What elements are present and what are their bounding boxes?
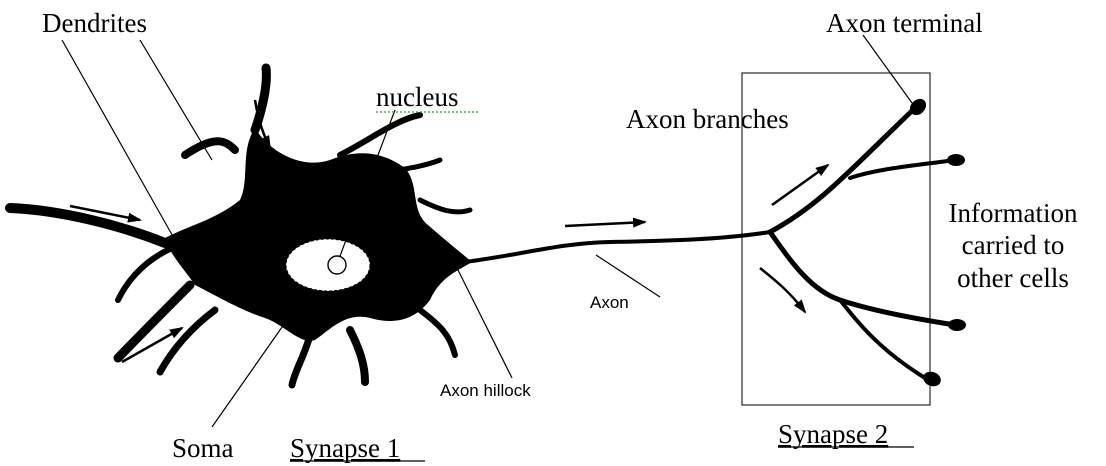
label-information-line3: other cells — [957, 263, 1069, 293]
label-synapse-1: Synapse 1 — [290, 433, 400, 463]
axon-terminals — [907, 96, 966, 389]
label-dendrites: Dendrites — [42, 8, 147, 38]
label-axon-hillock: Axon hillock — [440, 381, 531, 400]
arrow-branch-lower — [760, 268, 805, 312]
axon-shape — [465, 232, 770, 262]
label-axon-terminal: Axon terminal — [826, 8, 983, 38]
axon-branches-shape — [770, 108, 955, 378]
label-synapse-2: Synapse 2 — [778, 419, 888, 449]
label-information-line2: carried to — [962, 230, 1065, 260]
label-axon: Axon — [590, 293, 629, 312]
arrow-axon — [565, 222, 645, 226]
label-nucleus: nucleus — [376, 82, 458, 112]
label-axon-branches: Axon branches — [626, 104, 789, 134]
nucleolus-shape — [328, 256, 346, 274]
label-soma: Soma — [172, 433, 234, 463]
label-information-line1: Information — [949, 198, 1078, 228]
